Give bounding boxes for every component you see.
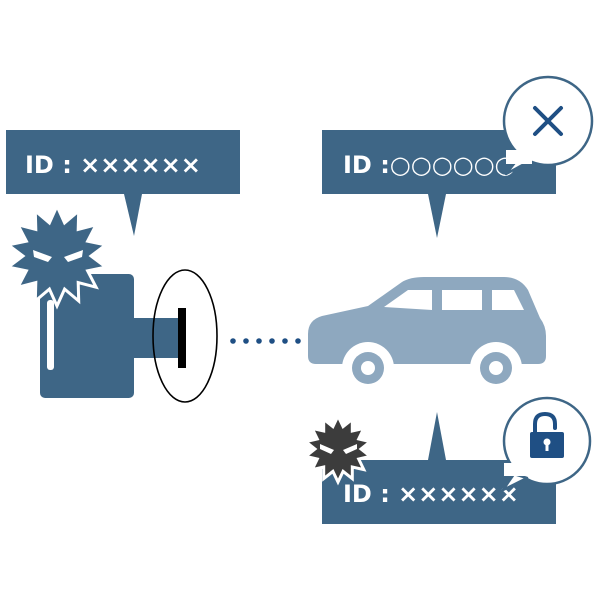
relay-signal-dots [230, 338, 301, 344]
villain-small-icon [302, 412, 374, 486]
villain-icon [4, 202, 110, 310]
car-icon [308, 277, 546, 394]
spoofed-id-bubble: ID : ×××××× [322, 412, 556, 524]
unlocked-badge [501, 396, 592, 492]
reject-badge [502, 75, 594, 176]
attacker-id-label: ID : ×××××× [25, 151, 201, 179]
attacker-id-bubble: ID : ×××××× [6, 130, 240, 236]
unlocked-padlock-icon [530, 411, 564, 458]
cross-icon [533, 106, 563, 136]
car-id-label: ID :○○○○○○ [343, 151, 515, 179]
key-fob-device-icon [40, 269, 218, 403]
spoofed-id-label: ID : ×××××× [343, 480, 519, 508]
